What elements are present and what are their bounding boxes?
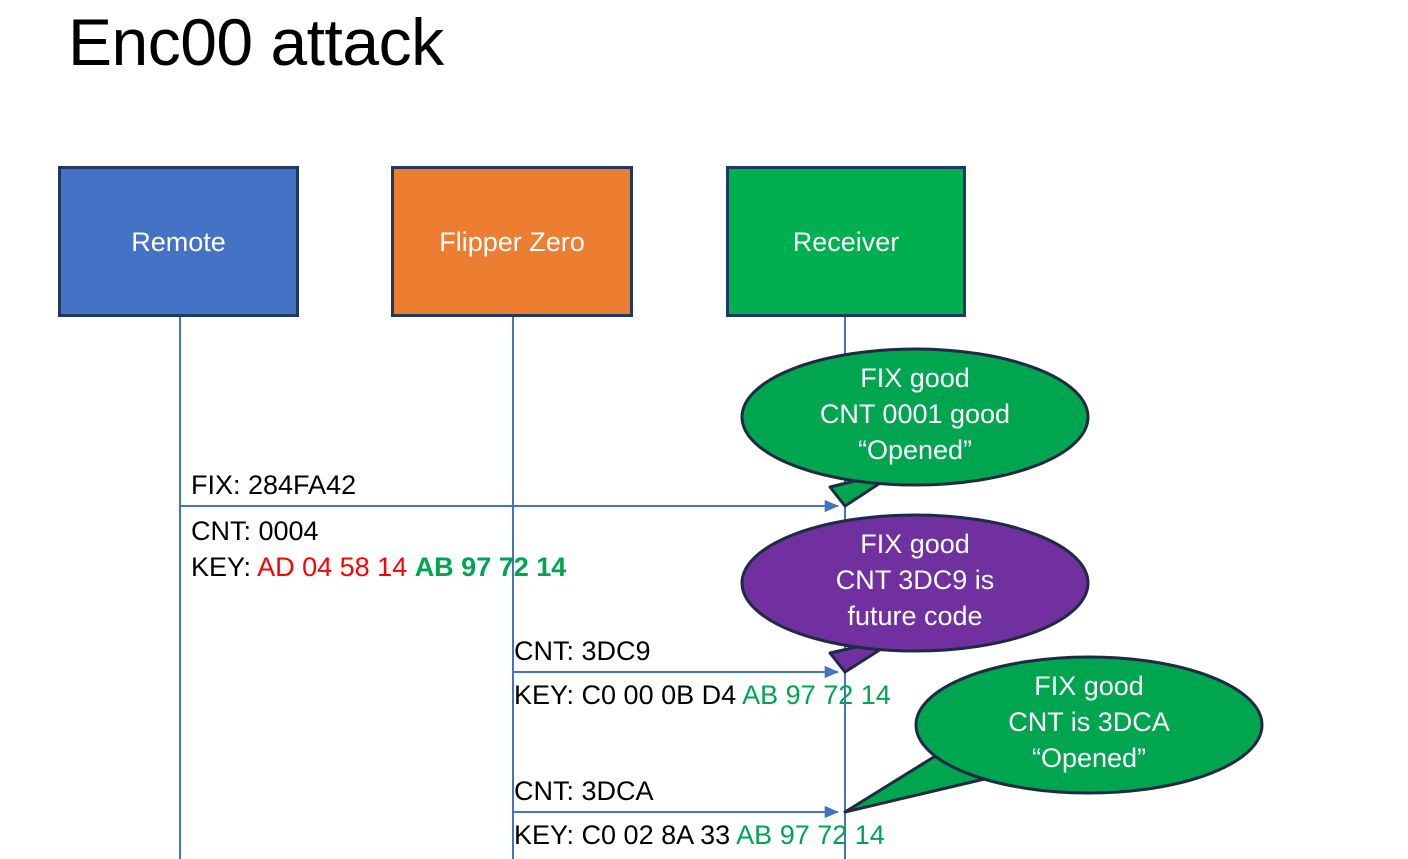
callout-1-line-2: CNT 0001 good (819, 399, 1011, 429)
message-2-key-green: AB 97 72 14 (742, 680, 891, 710)
page-title: Enc00 attack (68, 5, 444, 79)
message-1-key-green: AB 97 72 14 (414, 552, 567, 582)
message-3-key-green: AB 97 72 14 (736, 820, 885, 850)
actor-label-remote: Remote (131, 226, 226, 257)
callout-3-shape (843, 655, 1264, 814)
actor-label-flipper-zero: Flipper Zero (439, 226, 585, 257)
message-2-cnt: CNT: 3DC9 (514, 632, 651, 670)
callout-2-line-3: future code (847, 601, 983, 631)
message-1-key-space (407, 552, 415, 582)
message-3-key-label: KEY: C0 02 8A 33 (514, 820, 737, 850)
actor-box-flipper-zero[interactable]: Flipper Zero (391, 166, 633, 317)
message-1-fix-text: FIX: 284FA42 (191, 470, 357, 500)
message-1-cnt-text: CNT: 0004 (191, 516, 319, 546)
callout-2-shape (740, 513, 1090, 674)
message-2-cnt-text: CNT: 3DC9 (514, 636, 651, 666)
actor-label-receiver: Receiver (792, 226, 900, 257)
message-2-key: KEY: C0 00 0B D4 AB 97 72 14 (514, 676, 891, 714)
callout-2-line-1: FIX good (860, 529, 970, 559)
message-1-key: KEY: AD 04 58 14 AB 97 72 14 (191, 548, 566, 586)
message-1-fix: FIX: 284FA42 (191, 466, 356, 504)
message-3-cnt-text: CNT: 3DCA (514, 776, 654, 806)
message-3-cnt: CNT: 3DCA (514, 772, 654, 810)
callout-1-line-1: FIX good (860, 363, 970, 393)
callout-2-line-2: CNT 3DC9 is (835, 565, 995, 595)
callout-3-line-2: CNT is 3DCA (1008, 707, 1170, 737)
callout-1-line-3: “Opened” (857, 435, 973, 465)
callout-3-line-1: FIX good (1034, 671, 1144, 701)
message-2-key-label: KEY: C0 00 0B D4 (514, 680, 743, 710)
callout-1-text: FIX good CNT 0001 good “Opened” (742, 360, 1088, 468)
callout-1-shape (740, 347, 1090, 508)
message-3-key: KEY: C0 02 8A 33 AB 97 72 14 (514, 816, 885, 854)
message-1-cnt: CNT: 0004 (191, 512, 319, 550)
message-1-key-label: KEY: (191, 552, 258, 582)
actor-box-remote[interactable]: Remote (58, 166, 299, 317)
actor-box-receiver[interactable]: Receiver (726, 166, 966, 317)
callout-2-text: FIX good CNT 3DC9 is future code (742, 526, 1088, 634)
message-1-key-red: AD 04 58 14 (257, 552, 408, 582)
callout-3-line-3: “Opened” (1031, 743, 1147, 773)
callout-3-text: FIX good CNT is 3DCA “Opened” (916, 668, 1262, 776)
